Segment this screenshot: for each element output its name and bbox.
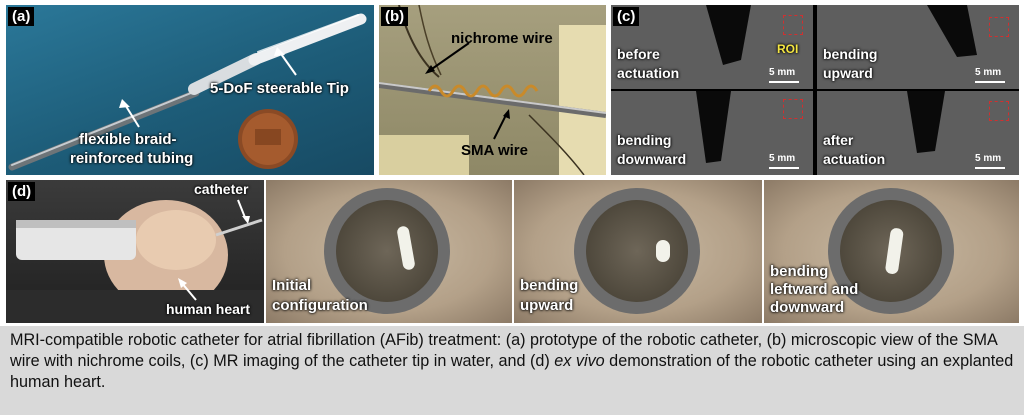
- mri-frame-3: bending downward 5 mm: [611, 91, 813, 175]
- scale-bar: [975, 167, 1005, 169]
- scale-label: 5 mm: [769, 153, 796, 164]
- endoscopic-frame-3-line3: downward: [770, 299, 845, 316]
- scale-bar: [769, 167, 799, 169]
- panel-b: (b) nichrome wire SMA wire: [379, 5, 606, 175]
- label-catheter: catheter: [194, 181, 249, 197]
- scale-bar: [769, 81, 799, 83]
- annotation-arrows: [119, 47, 297, 128]
- caption-part1: MRI-compatible robotic catheter for atri…: [10, 331, 997, 370]
- mri-frame-2-line2: upward: [823, 65, 873, 81]
- endoscopic-frame-1-line2: configuration: [272, 297, 368, 314]
- annotation-arrows: [425, 42, 510, 140]
- endoscopic-frame-2-line2: upward: [520, 297, 574, 314]
- panel-d-heart: (d) catheter human heart: [6, 180, 264, 323]
- endoscopic-frame-3-line2: leftward and: [770, 281, 859, 298]
- mri-frame-1-line2: actuation: [617, 65, 680, 81]
- microscope-photo: [379, 5, 606, 175]
- panel-a-tag: (a): [8, 7, 35, 26]
- mri-frame-1-line1: before: [617, 46, 660, 62]
- mri-frame-4-line2: actuation: [823, 151, 886, 167]
- caption-italic: ex vivo: [554, 352, 605, 370]
- panel-c: ROI before actuation 5 mm bending upward…: [611, 5, 1019, 175]
- scale-label: 5 mm: [975, 67, 1002, 78]
- scale-label: 5 mm: [769, 67, 796, 78]
- mri-frame-2-line1: bending: [823, 46, 878, 62]
- endoscopic-frame-2: bending upward: [514, 180, 762, 323]
- mri-frame-3-line2: downward: [617, 151, 687, 167]
- panel-c-tag: (c): [613, 7, 640, 26]
- label-sma-wire: SMA wire: [461, 142, 528, 159]
- mri-frame-2: bending upward 5 mm: [817, 5, 1019, 89]
- caption-part2: demonstration of the robotic catheter us…: [10, 352, 1014, 391]
- endoscopic-frame-1-line1: Initial: [272, 277, 312, 294]
- panel-b-tag: (b): [381, 7, 409, 26]
- label-tubing-line1: flexible braid-: [79, 131, 177, 148]
- figure-caption: MRI-compatible robotic catheter for atri…: [0, 326, 1024, 415]
- endoscopic-frame-1: Initial configuration: [266, 180, 512, 323]
- label-nichrome-wire: nichrome wire: [451, 30, 553, 47]
- mri-roi-label: ROI: [777, 42, 799, 56]
- catheter-prototype-photo: [8, 13, 367, 171]
- mri-frame-1: ROI before actuation 5 mm: [611, 5, 813, 89]
- heart-photo: [6, 200, 264, 323]
- annotation-arrows: [178, 199, 250, 301]
- scale-bar: [975, 81, 1005, 83]
- endoscopic-frame-2-line1: bending: [520, 277, 579, 294]
- endoscopic-frame-3-line1: bending: [770, 263, 829, 280]
- panel-d-tag: (d): [8, 182, 36, 201]
- mri-frame-4: after actuation 5 mm: [817, 91, 1019, 175]
- mri-frame-3-line1: bending: [617, 132, 672, 148]
- label-human-heart: human heart: [166, 301, 251, 317]
- label-tubing-line2: reinforced tubing: [70, 150, 194, 167]
- scale-label: 5 mm: [975, 153, 1002, 164]
- mri-frame-4-line1: after: [823, 132, 854, 148]
- panel-a: (a) 5-DoF steerable Tip flexible braid- …: [6, 5, 374, 175]
- endoscopic-frame-3: bending leftward and downward: [764, 180, 1019, 323]
- label-steerable-tip: 5-DoF steerable Tip: [210, 80, 349, 97]
